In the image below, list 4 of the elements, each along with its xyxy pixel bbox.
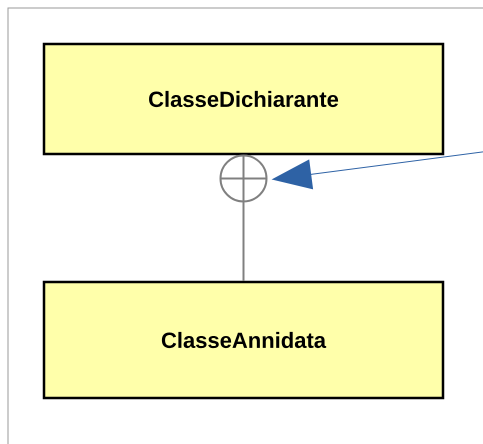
class-box: ClasseAnnidata bbox=[42, 280, 444, 400]
class-box: ClasseDichiarante bbox=[42, 42, 444, 156]
nesting-symbol bbox=[220, 154, 268, 202]
connector-line bbox=[242, 202, 244, 281]
